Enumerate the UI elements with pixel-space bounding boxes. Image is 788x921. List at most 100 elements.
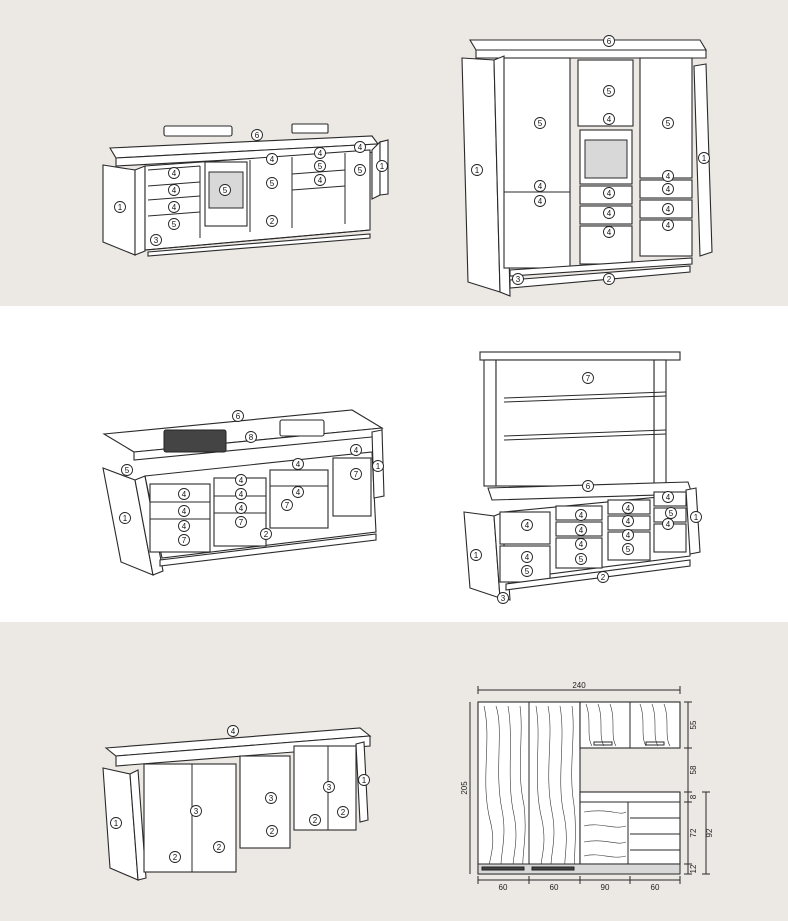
- panel1-callout-number: 1: [118, 203, 123, 212]
- panel4-callout-handle-i: 4: [662, 518, 674, 530]
- panel5-callout-number: 4: [231, 727, 236, 736]
- panel3-callout-hob: 8: [245, 431, 257, 443]
- panel1-callout-number: 5: [358, 166, 363, 175]
- panel1-callout-number: 4: [172, 186, 177, 195]
- panel1-callout-handle-d: 4: [266, 153, 278, 165]
- panel4-callout-number: 4: [626, 517, 631, 526]
- panel5-callout-handle-b: 2: [213, 841, 225, 853]
- panel4-callout-number: 4: [626, 531, 631, 540]
- panel1-callout-number: 4: [270, 155, 275, 164]
- panel2-callout-number: 3: [516, 275, 521, 284]
- panel2-callout-handle-j: 4: [662, 170, 674, 182]
- dim-right-1: 55: [689, 720, 698, 729]
- panel3-callout-number: 7: [285, 501, 290, 510]
- panel3-callout-number: 4: [239, 476, 244, 485]
- dim-right-5: 92: [705, 828, 714, 837]
- panel2-callout-number: 4: [607, 189, 612, 198]
- panel4-callout-top: 6: [582, 480, 594, 492]
- panel2-callout-number: 1: [475, 166, 480, 175]
- panel4-callout-handle-g: 4: [622, 529, 634, 541]
- panel4-callout-number: 4: [626, 504, 631, 513]
- panel5-callout-handle-a: 2: [169, 851, 181, 863]
- panel4-callout-number: 4: [525, 521, 530, 530]
- panel1-callout-number: 4: [172, 203, 177, 212]
- panel2-callout-number: 4: [607, 115, 612, 124]
- panel3-callout-number: 1: [123, 514, 128, 523]
- panel1-callout-side-right: 1: [376, 160, 388, 172]
- panel4-callout-number: 5: [525, 567, 530, 576]
- panel1-callout-door-e: 5: [354, 164, 366, 176]
- panel4-callout-door-a: 5: [521, 565, 533, 577]
- panel2-callout-side-right: 1: [698, 152, 710, 164]
- dim-height-total: 205: [460, 781, 469, 795]
- panel4-callout-number: 5: [669, 509, 674, 518]
- panel-base-units: [102, 727, 372, 881]
- dim-right-4: 72: [689, 828, 698, 837]
- panel5-callout-handle-c: 2: [266, 825, 278, 837]
- panel4-callout-number: 4: [579, 511, 584, 520]
- panel-tall-units: [461, 39, 713, 297]
- panel2-callout-plinth: 2: [603, 273, 615, 285]
- panel3-callout-handle-g: 4: [292, 458, 304, 470]
- panel3-callout-number: 7: [239, 518, 244, 527]
- panel3-callout-plinth: 2: [260, 528, 272, 540]
- panel2-callout-number: 4: [666, 185, 671, 194]
- panel1-callout-number: 5: [318, 162, 323, 171]
- panel1-callout-number: 4: [318, 149, 323, 158]
- panel5-callout-top: 4: [227, 725, 239, 737]
- panel2-callout-number: 4: [538, 182, 543, 191]
- panel2-callout-handle-d: 4: [603, 187, 615, 199]
- dim-bottom-2: 60: [550, 883, 559, 892]
- panel5-callout-number: 3: [194, 807, 199, 816]
- panel4-callout-side-right: 1: [690, 511, 702, 523]
- panel4-callout-door-d: 5: [665, 507, 677, 519]
- dim-bottom-4: 60: [651, 883, 660, 892]
- panel3-callout-door-b: 7: [235, 516, 247, 528]
- panel5-callout-side-left: 1: [110, 817, 122, 829]
- panel1-callout-handle-a: 4: [168, 167, 180, 179]
- panel2-callout-handle-f: 4: [603, 226, 615, 238]
- panel1-callout-number: 6: [255, 131, 260, 140]
- panel4-callout-number: 4: [666, 493, 671, 502]
- panel3-callout-number: 4: [296, 488, 301, 497]
- panel4-callout-number: 6: [586, 482, 591, 491]
- panel3-callout-number: 5: [125, 466, 130, 475]
- panel4-callout-handle-e: 4: [622, 502, 634, 514]
- panel2-callout-handle-c: 4: [603, 113, 615, 125]
- panel3-callout-number: 6: [236, 412, 241, 421]
- panel3-callout-side-right: 1: [372, 460, 384, 472]
- panel2-callout-foot: 3: [512, 273, 524, 285]
- dim-right-6: 12: [689, 864, 698, 873]
- panel3-callout-number: 2: [264, 530, 269, 539]
- panel-kitchen-run: [102, 123, 389, 257]
- panel2-callout-top: 6: [603, 35, 615, 47]
- panel2-callout-number: 1: [702, 154, 707, 163]
- panel1-callout-number: 5: [172, 220, 177, 229]
- panel1-callout-plinth: 2: [266, 215, 278, 227]
- panel2-callout-handle-b: 4: [534, 195, 546, 207]
- panel4-callout-door-b: 5: [575, 553, 587, 565]
- panel2-callout-handle-h: 4: [662, 203, 674, 215]
- panel1-callout-number: 4: [358, 143, 363, 152]
- panel1-callout-number: 4: [172, 169, 177, 178]
- panel1-callout-number: 5: [223, 186, 228, 195]
- panel4-callout-number: 4: [525, 553, 530, 562]
- panel1-callout-foot: 3: [150, 234, 162, 246]
- panel3-callout-handle-d: 4: [235, 474, 247, 486]
- panel5-callout-number: 2: [217, 843, 222, 852]
- panel2-callout-number: 4: [607, 228, 612, 237]
- panel3-callout-side-panel: 5: [121, 464, 133, 476]
- panel-island: [102, 409, 385, 576]
- panel1-callout-number: 3: [154, 236, 159, 245]
- panel5-callout-side-right: 1: [358, 774, 370, 786]
- panel5-callout-handle-e: 2: [337, 806, 349, 818]
- panel2-callout-handle-e: 4: [603, 207, 615, 219]
- panel5-callout-number: 2: [270, 827, 275, 836]
- panel4-callout-foot: 3: [497, 592, 509, 604]
- panel5-callout-number: 3: [269, 794, 274, 803]
- panel2-callout-number: 4: [666, 205, 671, 214]
- panel4-callout-number: 3: [501, 594, 506, 603]
- panel4-callout-number: 7: [586, 374, 591, 383]
- panel2-callout-door-c: 5: [662, 117, 674, 129]
